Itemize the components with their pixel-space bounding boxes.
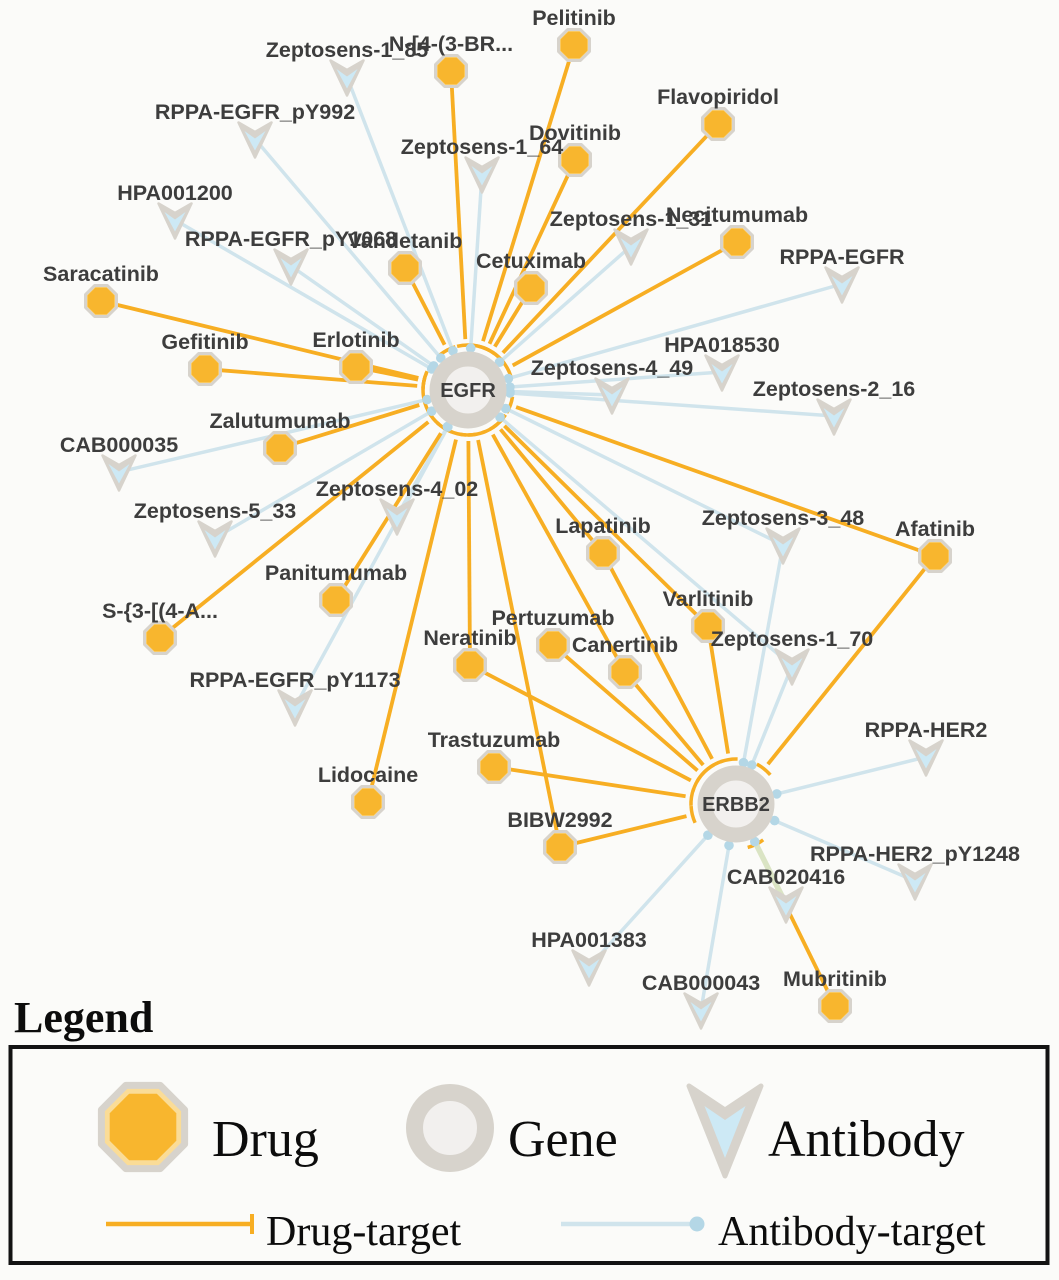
svg-text:Drug-target: Drug-target — [266, 1209, 461, 1255]
svg-text:Antibody: Antibody — [768, 1111, 964, 1168]
svg-text:HPA001383: HPA001383 — [531, 928, 647, 952]
svg-text:Saracatinib: Saracatinib — [43, 262, 159, 286]
svg-text:Neratinib: Neratinib — [423, 626, 516, 650]
svg-text:RPPA-EGFR_pY1173: RPPA-EGFR_pY1173 — [189, 668, 400, 692]
svg-text:HPA018530: HPA018530 — [664, 333, 780, 357]
svg-text:Zeptosens-4_02: Zeptosens-4_02 — [316, 477, 479, 501]
svg-text:Afatinib: Afatinib — [895, 517, 975, 541]
svg-text:Zalutumumab: Zalutumumab — [210, 409, 351, 433]
svg-text:Drug: Drug — [212, 1111, 319, 1168]
svg-text:CAB000035: CAB000035 — [60, 433, 178, 457]
svg-text:Zeptosens-1_70: Zeptosens-1_70 — [711, 627, 874, 651]
svg-text:Gefitinib: Gefitinib — [161, 330, 248, 354]
svg-text:ERBB2: ERBB2 — [702, 794, 770, 816]
svg-text:RPPA-HER2_pY1248: RPPA-HER2_pY1248 — [810, 842, 1020, 866]
svg-text:Lapatinib: Lapatinib — [555, 514, 651, 538]
svg-text:Zeptosens-1_85: Zeptosens-1_85 — [266, 38, 429, 62]
svg-text:Legend: Legend — [14, 993, 153, 1042]
svg-text:RPPA-EGFR_pY992: RPPA-EGFR_pY992 — [155, 100, 355, 124]
svg-text:Panitumumab: Panitumumab — [265, 561, 407, 585]
svg-text:Necitumumab: Necitumumab — [666, 203, 808, 227]
svg-text:Flavopiridol: Flavopiridol — [657, 85, 779, 109]
svg-text:Trastuzumab: Trastuzumab — [428, 728, 561, 752]
svg-text:Zeptosens-5_33: Zeptosens-5_33 — [134, 499, 297, 523]
svg-text:Pelitinib: Pelitinib — [532, 6, 616, 30]
svg-text:Zeptosens-4_49: Zeptosens-4_49 — [531, 356, 694, 380]
svg-text:Mubritinib: Mubritinib — [783, 967, 887, 991]
svg-text:S-{3-[(4-A...: S-{3-[(4-A... — [102, 599, 218, 623]
svg-text:HPA001200: HPA001200 — [117, 181, 233, 205]
svg-text:CAB020416: CAB020416 — [727, 865, 845, 889]
svg-text:Antibody-target: Antibody-target — [718, 1209, 986, 1255]
svg-text:Canertinib: Canertinib — [572, 633, 678, 657]
svg-text:EGFR: EGFR — [440, 380, 496, 402]
svg-text:Erlotinib: Erlotinib — [312, 328, 399, 352]
svg-text:Zeptosens-1_31: Zeptosens-1_31 — [550, 207, 713, 231]
svg-text:Zeptosens-3_48: Zeptosens-3_48 — [702, 506, 865, 530]
svg-text:BIBW2992: BIBW2992 — [507, 808, 612, 832]
svg-text:Lidocaine: Lidocaine — [318, 763, 418, 787]
svg-text:Zeptosens-1_64: Zeptosens-1_64 — [401, 135, 564, 159]
svg-text:Dovitinib: Dovitinib — [529, 121, 621, 145]
svg-text:Cetuximab: Cetuximab — [476, 249, 586, 273]
svg-text:Vandetanib: Vandetanib — [348, 229, 463, 253]
svg-text:RPPA-EGFR_pY1068: RPPA-EGFR_pY1068 — [185, 227, 397, 251]
svg-text:N-[4-(3-BR...: N-[4-(3-BR... — [389, 32, 513, 56]
svg-text:CAB000043: CAB000043 — [642, 971, 760, 995]
svg-text:RPPA-HER2: RPPA-HER2 — [865, 718, 988, 742]
svg-text:RPPA-EGFR: RPPA-EGFR — [779, 245, 904, 269]
svg-text:Varlitinib: Varlitinib — [663, 587, 754, 611]
svg-text:Gene: Gene — [508, 1111, 618, 1168]
svg-text:Zeptosens-2_16: Zeptosens-2_16 — [753, 377, 916, 401]
svg-text:Pertuzumab: Pertuzumab — [491, 606, 614, 630]
